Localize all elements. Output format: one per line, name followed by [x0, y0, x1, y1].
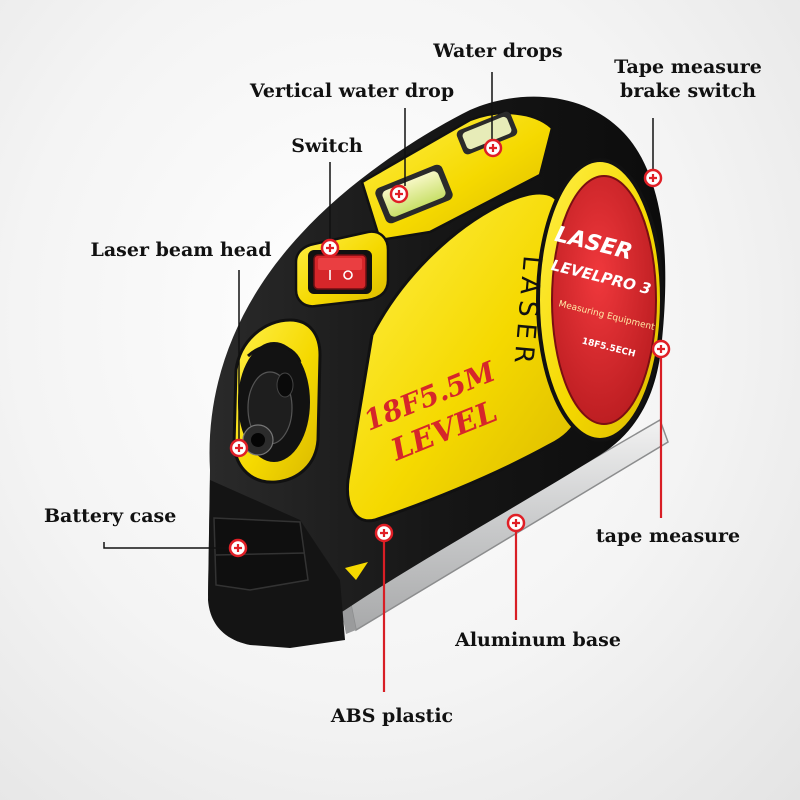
horizontal-vial — [456, 111, 518, 155]
power-switch[interactable] — [313, 254, 367, 290]
marker-vertical-water-drop-icon — [389, 184, 409, 204]
laser-beam-head[interactable] — [242, 343, 302, 456]
vertical-vial — [375, 164, 453, 224]
label-abs-plastic: ABS plastic — [330, 705, 454, 727]
marker-switch-icon — [320, 238, 340, 258]
callout-markers — [228, 138, 671, 558]
label-tape-measure: tape measure — [595, 525, 741, 547]
top-level-strip — [360, 111, 554, 242]
yellow-side-panel: 18F5.5M LEVEL — [345, 191, 582, 523]
marker-laser-head-icon — [229, 438, 249, 458]
marker-battery-case-icon — [228, 538, 248, 558]
leader-lines — [103, 72, 663, 692]
battery-case[interactable] — [213, 517, 309, 591]
label-tape-measure-brake-switch: Tape measure brake switch — [614, 56, 762, 104]
label-switch: Switch — [291, 135, 363, 157]
label-vertical-water-drop: Vertical water drop — [249, 80, 455, 102]
marker-aluminum-base-icon — [506, 513, 526, 533]
marker-tape-measure-icon — [651, 339, 671, 359]
label-tape-brake-line2: brake switch — [620, 79, 756, 102]
label-water-drops: Water drops — [433, 40, 563, 62]
label-tape-brake-line1: Tape measure — [614, 56, 762, 78]
marker-tape-brake-icon — [643, 168, 663, 188]
label-laser-beam-head: Laser beam head — [90, 239, 272, 261]
label-battery-case: Battery case — [44, 505, 177, 527]
label-aluminum-base: Aluminum base — [455, 629, 621, 651]
marker-abs-plastic-icon — [374, 523, 394, 543]
alignment-arrow — [345, 562, 368, 580]
marker-water-drops-icon — [483, 138, 503, 158]
badge-housing: LASER LEVELPRO 3 Measuring Equipment 18F… — [507, 158, 664, 442]
